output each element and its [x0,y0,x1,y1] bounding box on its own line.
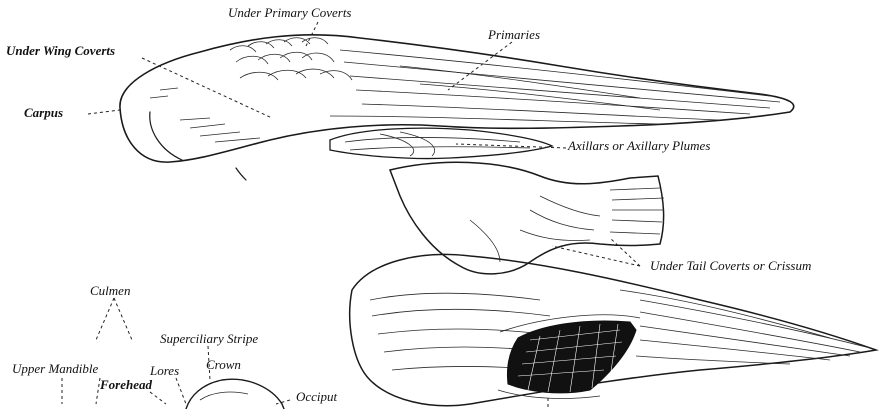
label-under-primary-coverts: Under Primary Coverts [228,6,352,19]
label-superciliary-stripe: Superciliary Stripe [160,332,258,345]
label-occiput: Occiput [296,390,337,403]
label-under-wing-coverts: Under Wing Coverts [6,44,115,57]
tail-drawing [390,162,664,274]
label-under-tail-coverts: Under Tail Coverts or Crissum [650,259,811,272]
axillars-drawing [330,128,552,158]
label-forehead: Forehead [100,378,152,391]
label-culmen: Culmen [90,284,130,297]
label-carpus: Carpus [24,106,63,119]
label-upper-mandible: Upper Mandible [12,362,98,375]
label-crown: Crown [206,358,241,371]
label-axillars: Axillars or Axillary Plumes [568,139,710,152]
label-lores: Lores [150,364,179,377]
bird-body-drawing [350,254,876,405]
head-drawing [186,379,284,409]
label-primaries: Primaries [488,28,540,41]
